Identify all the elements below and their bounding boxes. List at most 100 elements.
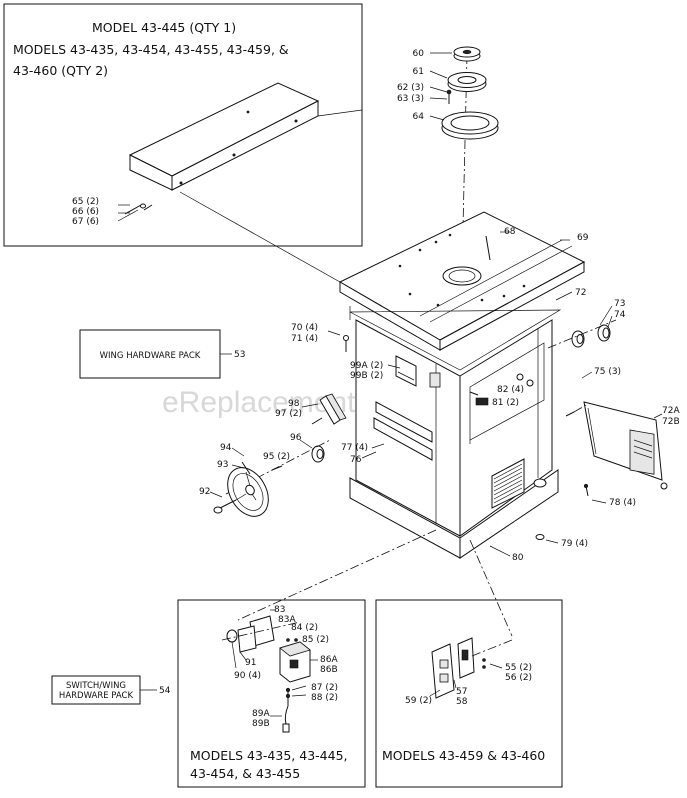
extension-wing [128,82,320,191]
cabinet-door [583,401,668,490]
callout-63: 63 (3) [397,94,424,104]
switch-plate-83a [237,625,257,653]
callout-88: 88 (2) [311,693,338,703]
callout-64: 64 [413,112,425,122]
callout-74: 74 [614,310,626,320]
switch-b-plate [457,637,475,679]
switch-pack-label-2: HARDWARE PACK [59,691,134,701]
callout-82: 82 (4) [497,385,524,395]
hinge-screw [565,411,575,417]
wing-box-line-3: 43-460 (QTY 2) [13,63,108,78]
strain-relief-91 [226,629,238,643]
callout-55: 55 (2) [505,663,532,673]
handwheel-hub-96 [311,445,325,463]
cabinet-body [349,319,559,559]
callout-80: 80 [512,553,524,563]
insert-ring-64 [441,111,499,140]
callout-68: 68 [504,227,516,237]
callout-59: 59 (2) [405,696,432,706]
pack-54-number: 54 [159,686,171,696]
switch-leader-a [237,529,437,621]
switch-cord-89 [284,705,289,725]
callout-97: 97 (2) [275,409,302,419]
miter-pin [485,235,491,261]
callout-72b: 72B [662,417,680,427]
callout-99a: 99A (2) [350,361,383,371]
callout-62: 62 (3) [397,83,424,93]
callout-71: 71 (4) [291,334,318,344]
bushing-73 [571,330,585,348]
switch-body-86 [279,641,311,683]
handwheel-92 [227,467,269,517]
callout-69: 69 [577,233,589,243]
wing-break-line [317,109,363,117]
switch-box-a [177,599,366,788]
callout-76: 76 [350,455,362,465]
callout-85: 85 (2) [302,635,329,645]
set-screw-93 [241,461,251,475]
callout-83a: 83A [278,615,296,625]
callout-78: 78 (4) [609,498,636,508]
callout-87: 87 (2) [311,683,338,693]
knob-74 [597,324,611,342]
switch-b-body [431,643,455,699]
callout-92: 92 [199,487,210,497]
ring-screw [446,89,452,104]
callout-96: 96 [290,433,302,443]
switch-box-a-line-1: MODELS 43-435, 43-445, [190,748,348,763]
callout-94: 94 [220,443,232,453]
callout-73: 73 [614,299,625,309]
pack-53-number: 53 [234,350,245,360]
callout-72: 72 [575,288,586,298]
callout-56: 56 (2) [505,673,532,683]
switch-leader-b [469,539,513,637]
callout-99b: 99B (2) [350,371,383,381]
foot-79 [535,534,545,540]
callout-65: 65 (2) [72,197,99,207]
screw-95 [271,465,283,471]
callout-57: 57 [456,687,467,697]
top-frame [349,309,562,371]
callout-58: 58 [456,697,468,707]
callout-93: 93 [217,460,228,470]
callout-77: 77 (4) [341,443,368,453]
wing-bolt [124,203,153,215]
callout-91: 91 [245,658,256,668]
callout-72a: 72A [662,406,680,416]
callout-86b: 86B [320,665,338,675]
callout-83: 83 [274,605,285,615]
callout-66: 66 (6) [72,207,99,217]
insert-ring-61 [447,72,487,92]
switch-box-b-line-1: MODELS 43-459 & 43-460 [382,748,545,763]
callout-70: 70 (4) [291,323,318,333]
callout-98: 98 [288,399,300,409]
callout-86a: 86A [320,655,338,665]
switch-bracket-81 [475,397,489,406]
switch-pack-label-1: SWITCH/WING [66,681,126,691]
callout-89b: 89B [252,719,270,729]
wing-box-line-2: MODELS 43-435, 43-454, 43-455, 43-459, & [13,42,289,57]
insert-ring-60 [453,46,481,62]
callout-89a: 89A [252,709,270,719]
callout-90: 90 (4) [234,671,261,681]
callout-84: 84 (2) [291,623,318,633]
switch-box-a-line-2: 43-454, & 43-455 [190,766,300,781]
callout-95: 95 (2) [263,452,290,462]
callout-67: 67 (6) [72,217,99,227]
callout-79: 79 (4) [561,539,588,549]
table-top [338,211,586,351]
handwheel-crank-handle [213,499,237,514]
callout-81: 81 (2) [492,398,519,408]
lock-handle-98 [319,393,347,425]
switch-box-b [375,599,563,788]
callout-75: 75 (3) [594,367,621,377]
callout-61: 61 [413,67,424,77]
callout-60: 60 [413,49,425,59]
vent-louvers [493,463,523,504]
wing-detail-box [3,3,363,247]
bracket-99 [395,355,417,387]
wing-box-line-1: MODEL 43-445 (QTY 1) [92,20,236,35]
wing-pack-label: WING HARDWARE PACK [100,351,201,361]
